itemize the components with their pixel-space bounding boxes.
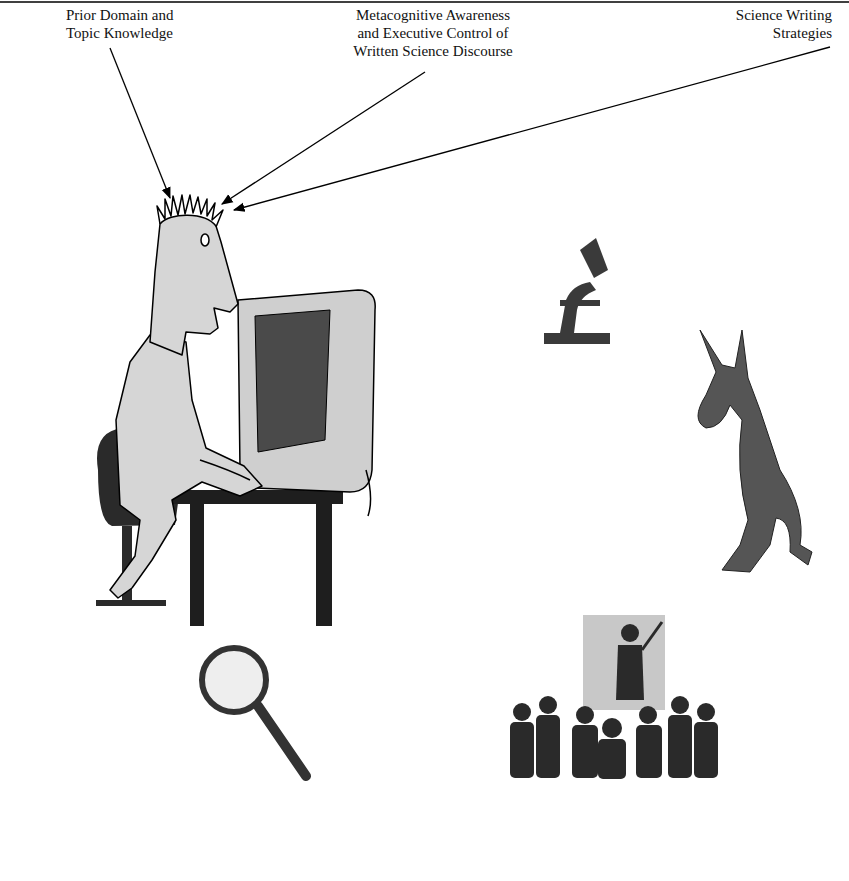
person-body	[110, 335, 262, 598]
leader-arrow	[234, 47, 830, 210]
microscope-tube	[580, 238, 608, 278]
leader-arrows	[110, 47, 830, 210]
audience	[510, 696, 718, 779]
magnifier-handle	[258, 706, 306, 776]
monitor-screen	[255, 310, 330, 452]
magnifying-glass	[202, 648, 306, 776]
audience-head	[602, 718, 622, 738]
leader-arrow	[222, 72, 425, 204]
projection-screen	[583, 615, 665, 710]
presenter-body	[616, 645, 644, 700]
audience-body	[572, 725, 598, 778]
audience-body	[598, 739, 626, 779]
chair-base	[96, 600, 166, 606]
desk-top	[165, 490, 343, 504]
donkey-body	[698, 330, 812, 572]
microscope	[544, 238, 610, 344]
audience-body	[636, 725, 662, 778]
person-eye	[201, 234, 209, 246]
microscope-arm	[560, 282, 596, 333]
microscope-base	[544, 333, 610, 344]
audience-head	[639, 706, 657, 724]
audience-body	[668, 715, 692, 778]
desk-leg	[190, 504, 204, 626]
monitor-body	[238, 290, 375, 492]
callout-label: Science Writing Strategies	[712, 6, 832, 42]
audience-head	[697, 703, 715, 721]
donkey	[698, 330, 812, 572]
pointer	[642, 622, 662, 650]
top-rule	[0, 1, 849, 3]
microscope-stage	[560, 300, 600, 306]
person-arm	[200, 460, 250, 480]
monitor-cable	[366, 470, 371, 516]
audience-head	[671, 696, 689, 714]
audience-head	[539, 696, 557, 714]
audience-body	[536, 715, 560, 778]
person-head	[150, 215, 238, 355]
person-writer	[110, 195, 262, 598]
desk-leg	[316, 504, 332, 626]
magnifier-lens	[202, 648, 266, 712]
presenter-head	[621, 624, 639, 642]
audience-head	[513, 703, 531, 721]
audience-body	[510, 722, 534, 778]
audience-body	[694, 722, 718, 778]
callout-label: Prior Domain and Topic Knowledge	[66, 6, 196, 42]
audience-head	[576, 706, 594, 724]
lecture-icon	[510, 615, 718, 779]
callout-label: Metacognitive Awareness and Executive Co…	[344, 6, 522, 60]
leader-arrow	[110, 48, 170, 198]
person-hair	[157, 195, 223, 227]
desk	[165, 490, 343, 626]
